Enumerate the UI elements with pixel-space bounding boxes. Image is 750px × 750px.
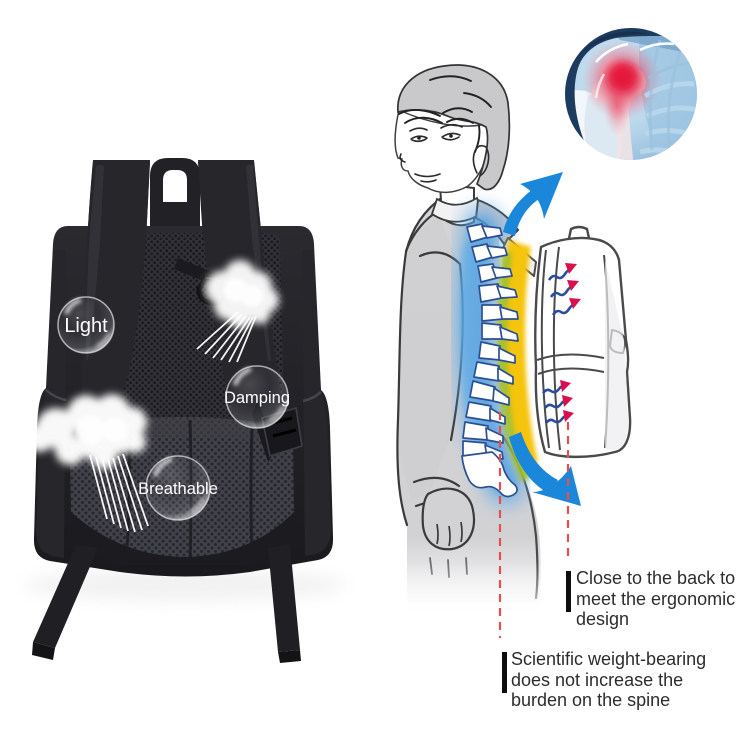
svg-text:Breathable: Breathable (138, 480, 218, 498)
svg-text:Light: Light (64, 315, 108, 337)
svg-text:Damping: Damping (224, 389, 290, 407)
